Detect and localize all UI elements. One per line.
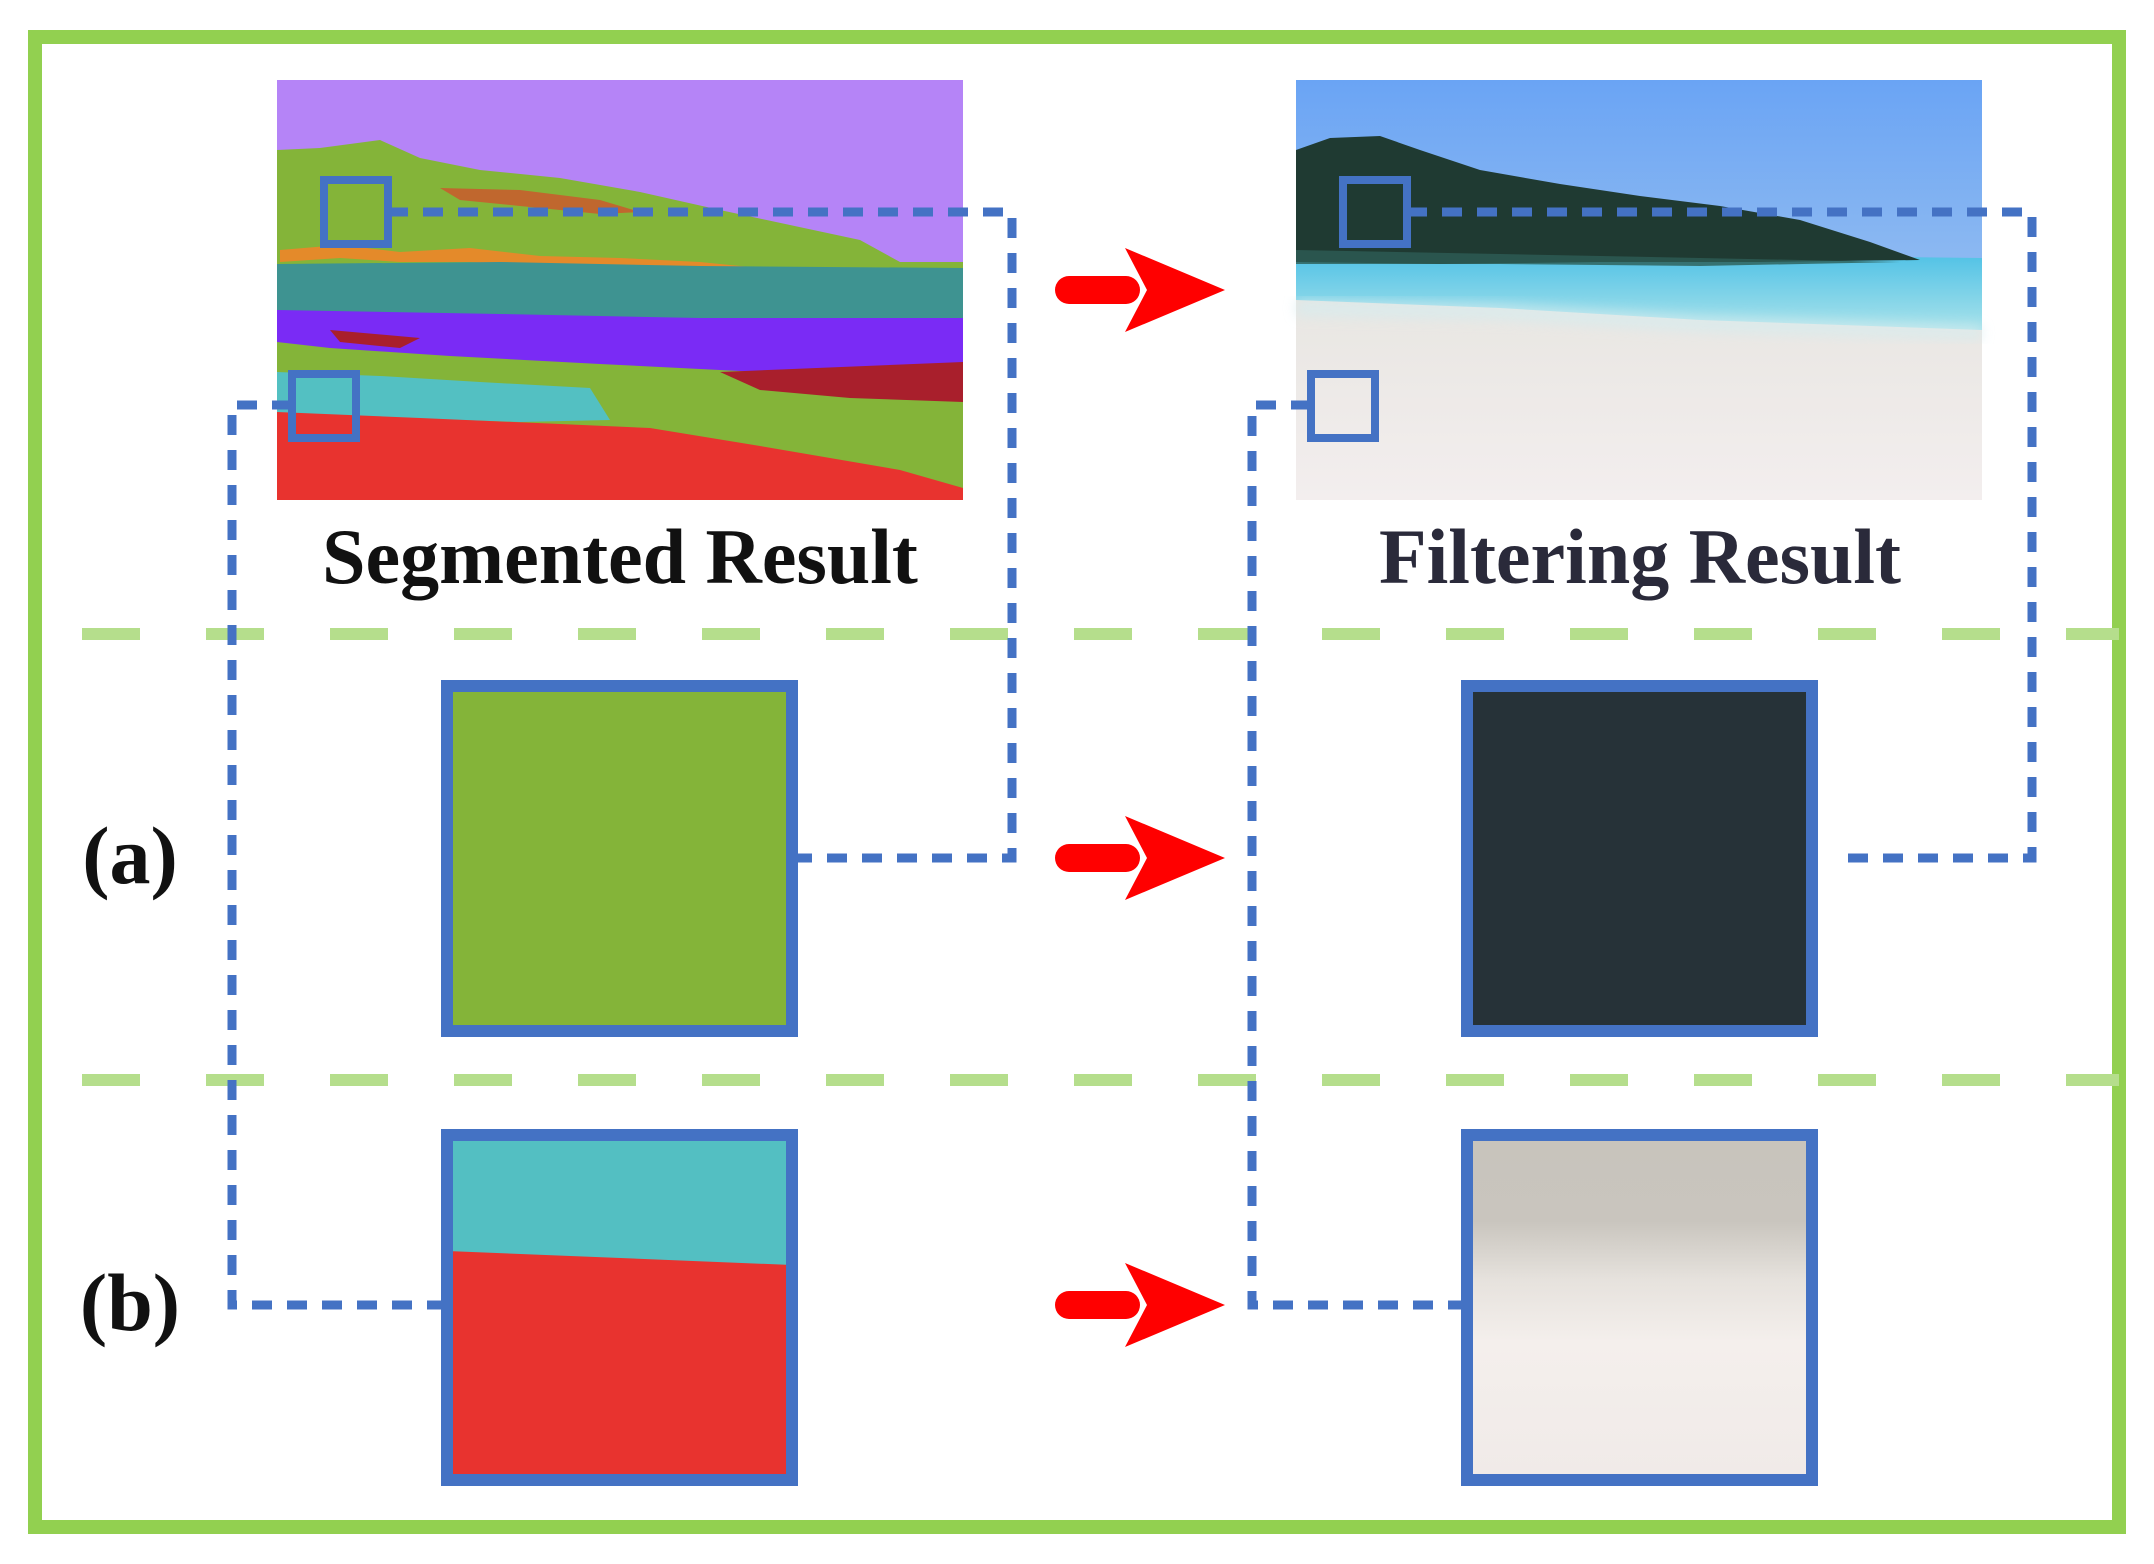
crop-b-segmented bbox=[441, 1129, 798, 1486]
filtering-image bbox=[1296, 80, 1982, 500]
row-b-label: (b) bbox=[80, 1257, 180, 1348]
connector-segmented-b bbox=[227, 400, 442, 1310]
arrow-right-icon bbox=[1055, 1263, 1225, 1347]
arrow-right-icon bbox=[1055, 248, 1225, 332]
segmented-title: Segmented Result bbox=[322, 513, 918, 600]
segmented-image bbox=[277, 80, 963, 500]
connector-filtering-a bbox=[1407, 207, 2037, 863]
arrow-right-icon bbox=[1055, 816, 1225, 900]
connector-filtering-b bbox=[1247, 400, 1462, 1310]
row-a-label: (a) bbox=[82, 810, 178, 901]
crop-a-segmented bbox=[441, 680, 798, 1037]
crop-a-filtered bbox=[1461, 680, 1818, 1037]
crop-b-filtered bbox=[1461, 1129, 1818, 1486]
outer-frame bbox=[28, 30, 2126, 1534]
connector-segmented-a bbox=[388, 207, 1017, 863]
filtering-title: Filtering Result bbox=[1379, 513, 1901, 600]
